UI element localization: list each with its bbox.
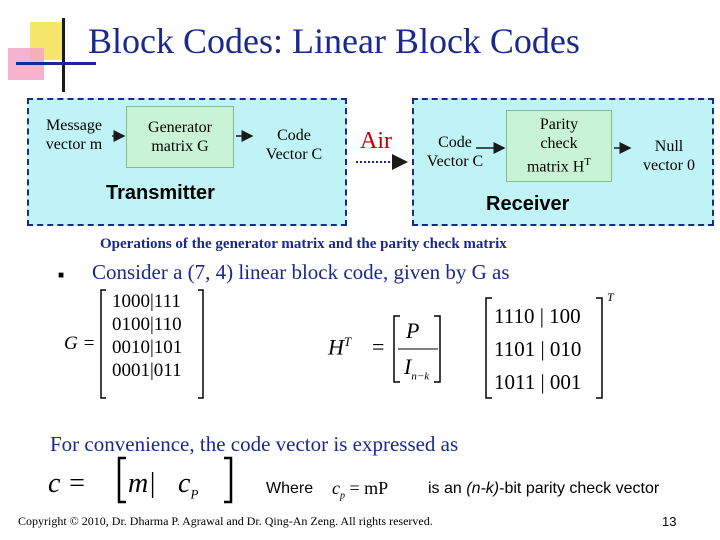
h-matrix: 1110 | 100 1101 | 010 1011 | 001 <box>494 300 581 399</box>
h-matrix-transpose: T <box>607 290 614 304</box>
page-number: 13 <box>662 514 677 529</box>
corner-decoration-horizontal-line <box>16 62 96 65</box>
code-vector-rx-label: Code Vector C <box>426 134 484 170</box>
corner-decoration-vertical-line <box>62 18 65 92</box>
c-bracket-right <box>224 456 233 504</box>
h-matrix-row: 1101 | 010 <box>494 337 582 361</box>
g-matrix: 1000|111 0100|110 0010|101 0001|011 <box>112 290 182 382</box>
h-matrix-bracket-right <box>596 297 603 399</box>
bullet-text: Consider a (7, 4) linear block code, giv… <box>92 260 510 284</box>
bullet-marker: ■ <box>58 270 65 281</box>
g-matrix-bracket-left <box>100 289 106 399</box>
g-matrix-row: 0001|011 <box>112 360 182 381</box>
diagram-caption: Operations of the generator matrix and t… <box>100 236 507 252</box>
slide-title: Block Codes: Linear Block Codes <box>88 21 580 61</box>
g-matrix-row: 0010|101 <box>112 337 183 358</box>
ht-bottom-i: In−k <box>404 354 430 383</box>
ht-label: HT <box>328 334 352 360</box>
generator-matrix-block: Generator matrix G <box>126 106 234 168</box>
g-label: G = <box>64 333 96 354</box>
c-lhs: c = <box>48 468 87 499</box>
g-matrix-row: 1000|111 <box>112 291 181 312</box>
copyright-footer: Copyright © 2010, Dr. Dharma P. Agrawal … <box>18 514 433 528</box>
ht-equals: = <box>372 334 385 359</box>
ht-bracket-right <box>434 315 441 383</box>
convenience-text: For convenience, the code vector is expr… <box>50 432 459 456</box>
parity-check-block: Parity check matrix HT <box>506 110 612 182</box>
g-matrix-bracket-right <box>198 289 204 399</box>
receiver-label: Receiver <box>486 193 570 215</box>
transmitter-label: Transmitter <box>106 182 215 204</box>
message-vector-label: Message vector m <box>45 117 103 153</box>
where-label: Where <box>266 480 314 497</box>
code-vector-tx-label: Code Vector C <box>265 127 323 163</box>
h-matrix-row: 1011 | 001 <box>494 370 582 394</box>
c-bracket-left <box>117 456 126 504</box>
h-matrix-bracket-left <box>485 297 492 399</box>
g-matrix-row: 0100|110 <box>112 314 182 335</box>
c-m: m| <box>128 468 156 499</box>
air-label: Air <box>360 128 392 154</box>
cp-equation: cp = mP <box>332 478 389 502</box>
ht-bracket-left <box>393 315 400 383</box>
parity-description: is an (n-k)-bit parity check vector <box>428 480 660 497</box>
ht-top-p: P <box>406 318 420 343</box>
c-cp: cP <box>178 468 199 502</box>
null-vector-label: Null vector 0 <box>643 138 695 174</box>
h-matrix-row: 1110 | 100 <box>494 304 581 328</box>
